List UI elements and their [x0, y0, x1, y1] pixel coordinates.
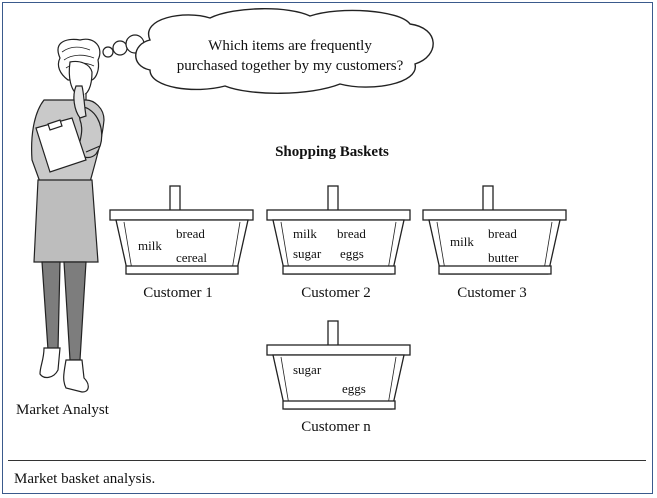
basket-customer-n	[266, 320, 411, 410]
basket-customer-3	[422, 185, 567, 275]
basket-2-item-sugar: sugar	[293, 246, 322, 261]
analyst-label: Market Analyst	[16, 402, 110, 418]
basket-3-item-bread: bread	[488, 226, 517, 241]
basket-customer-1	[109, 185, 254, 275]
basket-n-item-sugar: sugar	[293, 362, 322, 377]
basket-1-item-bread: bread	[176, 226, 205, 241]
thought-line-2: purchased together by my customers?	[177, 58, 404, 74]
basket-1-item-milk: milk	[138, 238, 162, 253]
basket-2-item-eggs: eggs	[340, 246, 364, 261]
basket-3-item-milk: milk	[450, 234, 474, 249]
thought-bubble: Which items are frequently purchased tog…	[102, 8, 434, 94]
basket-2-item-milk: milk	[293, 226, 317, 241]
figure-caption: Market basket analysis.	[14, 471, 156, 487]
basket-1-item-cereal: cereal	[176, 250, 207, 265]
section-title: Shopping Baskets	[275, 144, 389, 160]
basket-n-item-eggs: eggs	[342, 381, 366, 396]
basket-customer-2	[266, 185, 411, 275]
basket-3-customer-label: Customer 3	[457, 285, 527, 301]
basket-n-customer-label: Customer n	[301, 419, 371, 435]
market-analyst-figure	[31, 38, 105, 393]
basket-2-customer-label: Customer 2	[301, 285, 371, 301]
basket-1-customer-label: Customer 1	[143, 285, 213, 301]
basket-2-item-bread: bread	[337, 226, 366, 241]
caption-divider	[8, 460, 646, 461]
basket-3-item-butter: butter	[488, 250, 519, 265]
thought-line-1: Which items are frequently	[208, 38, 372, 54]
